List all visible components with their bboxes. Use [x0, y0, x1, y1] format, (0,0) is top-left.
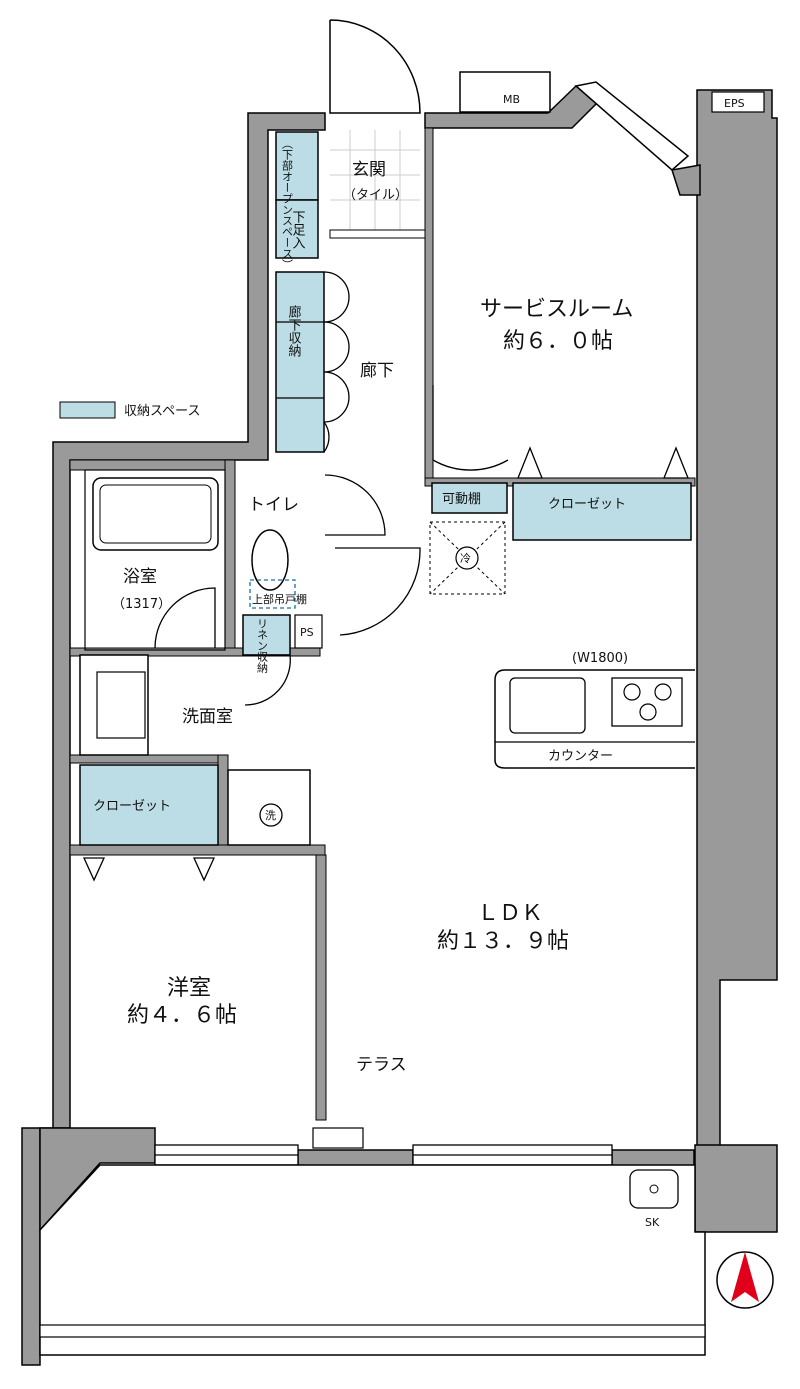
eps-box	[711, 91, 765, 113]
closet-service-label: クローゼット	[548, 497, 626, 512]
sk-label: SK	[645, 1216, 660, 1229]
ac-box	[312, 1127, 364, 1149]
terrace-area	[39, 1164, 706, 1356]
step	[329, 229, 426, 239]
legend-storage-label: 収納スペース	[124, 404, 200, 419]
closet-door-marker-2	[192, 857, 216, 882]
entrance-door	[329, 19, 421, 114]
legend-swatch	[59, 401, 116, 419]
ldk-size: 約１３．９帖	[437, 929, 569, 954]
washer-icon	[259, 803, 283, 827]
fridge-label: 冷	[460, 552, 471, 565]
closet-west-label: クローゼット	[93, 799, 171, 814]
toilet-label: トイレ	[248, 495, 299, 515]
eps-label: EPS	[724, 97, 745, 110]
toilet-cabinet-label: 上部吊戸棚	[252, 592, 307, 606]
shelf-label: 可動棚	[442, 492, 481, 507]
entrance-label: 玄関	[352, 160, 386, 180]
kitchen-sink	[509, 677, 586, 734]
bathtub	[92, 477, 219, 551]
terrace-rail	[39, 1324, 706, 1338]
doors	[154, 385, 509, 706]
bathtub-inner	[99, 484, 212, 544]
corridor-label: 廊下	[360, 361, 394, 381]
mb-label: MB	[503, 93, 520, 106]
angled-window	[574, 81, 690, 171]
north-arrow	[731, 1252, 759, 1302]
storage-door-arcs	[276, 271, 350, 453]
fridge-diag-1	[429, 521, 506, 595]
storage-areas	[79, 131, 692, 846]
bath-label: 浴室	[123, 567, 157, 587]
kitchen-width-label: (W1800)	[572, 651, 628, 666]
bath-room	[84, 469, 226, 651]
closet-door-marker-3	[517, 446, 543, 479]
service-room-size: 約６．０帖	[503, 329, 613, 354]
under-open-label: （下部オープンスペース）	[281, 138, 294, 270]
ps-label: PS	[300, 626, 314, 639]
shoe-box-label: 下足入	[290, 210, 306, 249]
sk-sink	[629, 1169, 679, 1209]
washroom-label: 洗面室	[182, 707, 233, 727]
outer-walls	[21, 85, 778, 1366]
fridge-icon	[455, 546, 479, 570]
western-label: 洋室	[167, 976, 211, 1001]
linen-label: リネン収納	[256, 618, 269, 674]
washer-label: 洗	[265, 809, 276, 822]
windows	[154, 1144, 613, 1166]
bath-size: （1317）	[112, 597, 171, 612]
closet-door-marker-4	[663, 446, 689, 479]
western-size: 約４．６帖	[127, 1003, 237, 1028]
burner-2	[654, 683, 672, 701]
terrace-label: テラス	[356, 1055, 407, 1075]
sk-drain	[649, 1184, 659, 1194]
interior-walls	[69, 127, 696, 1121]
ldk-label: ＬＤＫ	[477, 901, 543, 926]
fridge-diag-2	[429, 521, 506, 595]
burner-3	[639, 703, 657, 721]
pillar	[671, 164, 701, 196]
service-room-label: サービスルーム	[480, 297, 633, 322]
toilet-bowl	[251, 529, 289, 591]
burner-1	[623, 683, 641, 701]
ps-box	[294, 614, 323, 649]
entrance-tiles	[330, 130, 420, 238]
vanity-sink	[96, 671, 146, 739]
counter-label: カウンター	[548, 749, 613, 764]
mb-box	[459, 71, 551, 113]
corridor-storage-label: 廊下収納	[286, 304, 302, 358]
cooktop	[611, 677, 683, 727]
entrance-note: （タイル）	[343, 188, 408, 203]
closet-door-marker-1	[82, 857, 106, 882]
toilet-cabinet	[249, 579, 296, 609]
